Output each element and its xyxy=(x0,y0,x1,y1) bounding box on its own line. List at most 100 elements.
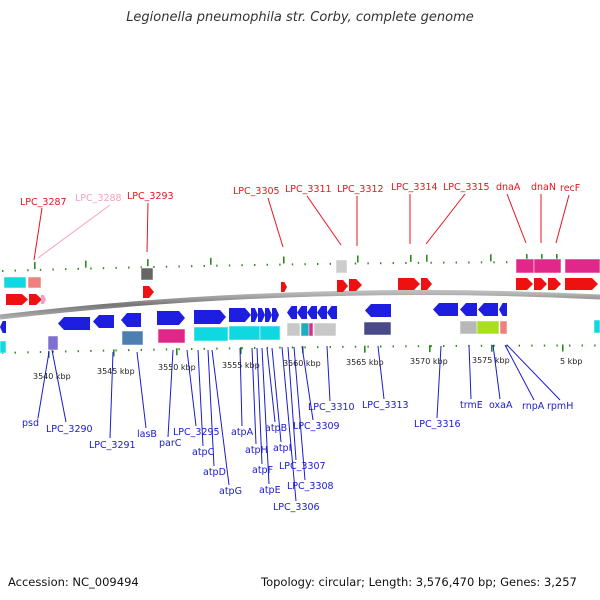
gene-block[interactable] xyxy=(157,328,186,344)
connector-line[interactable] xyxy=(555,194,570,244)
connector-line[interactable] xyxy=(267,197,284,248)
gene-label-dnaA[interactable]: dnaA xyxy=(496,182,521,193)
gene-label-lpc3315[interactable]: LPC_3315 xyxy=(443,182,490,193)
gene-label-rnpA[interactable]: rnpA xyxy=(522,401,545,412)
gene-arrow[interactable] xyxy=(460,303,477,316)
gene-arrow[interactable] xyxy=(349,279,362,291)
gene-label-lpc3288[interactable]: LPC_3288 xyxy=(75,193,122,204)
gene-label-atpA[interactable]: atpA xyxy=(231,427,254,438)
gene-arrow[interactable] xyxy=(41,295,46,304)
gene-label-recF[interactable]: recF xyxy=(560,183,580,194)
gene-label-lpc3311[interactable]: LPC_3311 xyxy=(285,184,332,195)
gene-block[interactable] xyxy=(476,320,500,335)
gene-label-parC[interactable]: parC xyxy=(159,438,182,449)
gene-arrow[interactable] xyxy=(421,278,432,290)
gene-label-dnaN[interactable]: dnaN xyxy=(531,182,556,193)
gene-arrow[interactable] xyxy=(272,308,279,322)
connector-line[interactable] xyxy=(293,346,306,481)
connector-line[interactable] xyxy=(266,347,276,423)
gene-arrow[interactable] xyxy=(534,278,547,290)
gene-label-atpG[interactable]: atpG xyxy=(219,486,242,497)
gene-arrow[interactable] xyxy=(433,303,458,316)
gene-block[interactable] xyxy=(27,276,42,289)
gene-block[interactable] xyxy=(515,258,535,274)
connector-line[interactable] xyxy=(425,193,466,245)
gene-block[interactable] xyxy=(564,258,600,274)
gene-label-atpD[interactable]: atpD xyxy=(203,467,226,478)
connector-line[interactable] xyxy=(51,349,67,423)
connector-line[interactable] xyxy=(256,347,263,465)
gene-arrow[interactable] xyxy=(307,306,317,319)
gene-label-lpc3305[interactable]: LPC_3305 xyxy=(233,186,280,197)
gene-label-lpc3310[interactable]: LPC_3310 xyxy=(308,402,355,413)
gene-block[interactable] xyxy=(308,322,314,337)
gene-label-lpc3306[interactable]: LPC_3306 xyxy=(273,502,320,513)
gene-label-lpc3307[interactable]: LPC_3307 xyxy=(279,461,326,472)
connector-line[interactable] xyxy=(261,347,270,485)
gene-arrow[interactable] xyxy=(398,278,420,290)
connector-line[interactable] xyxy=(37,204,111,259)
connector-line[interactable] xyxy=(167,349,174,438)
connector-line[interactable] xyxy=(251,347,257,445)
gene-label-lpc3314[interactable]: LPC_3314 xyxy=(391,182,438,193)
gene-arrow[interactable] xyxy=(365,304,391,317)
gene-label-atpH[interactable]: atpH xyxy=(245,445,268,456)
gene-block[interactable] xyxy=(0,340,7,354)
gene-label-psd[interactable]: psd xyxy=(22,418,39,429)
gene-arrow[interactable] xyxy=(0,321,6,333)
gene-block[interactable] xyxy=(193,326,229,342)
gene-block[interactable] xyxy=(499,320,508,335)
gene-arrow[interactable] xyxy=(194,310,226,324)
gene-block[interactable] xyxy=(259,325,281,341)
gene-label-atpE[interactable]: atpE xyxy=(259,485,281,496)
gene-arrow[interactable] xyxy=(121,313,141,327)
connector-line[interactable] xyxy=(211,349,230,486)
connector-line[interactable] xyxy=(468,344,472,400)
gene-arrow[interactable] xyxy=(93,315,114,328)
gene-arrow[interactable] xyxy=(287,306,297,319)
gene-arrow[interactable] xyxy=(297,306,307,319)
gene-block[interactable] xyxy=(121,330,144,346)
connector-line[interactable] xyxy=(287,346,297,461)
gene-features[interactable] xyxy=(0,258,600,354)
connector-line[interactable] xyxy=(146,202,149,253)
gene-arrow[interactable] xyxy=(157,311,185,325)
gene-arrow[interactable] xyxy=(229,308,251,322)
gene-label-atpF[interactable]: atpF xyxy=(252,465,273,476)
gene-label-lpc3309[interactable]: LPC_3309 xyxy=(293,421,340,432)
gene-block[interactable] xyxy=(363,321,392,336)
gene-block[interactable] xyxy=(313,322,337,337)
gene-arrow[interactable] xyxy=(327,306,337,319)
gene-arrow[interactable] xyxy=(478,303,498,316)
gene-label-oxaA[interactable]: oxaA xyxy=(489,400,513,411)
connector-line[interactable] xyxy=(239,347,243,427)
connector-line[interactable] xyxy=(136,351,147,429)
gene-label-lpc3287[interactable]: LPC_3287 xyxy=(20,197,67,208)
gene-arrow[interactable] xyxy=(548,278,561,290)
gene-arrow[interactable] xyxy=(516,278,533,290)
gene-block[interactable] xyxy=(140,267,154,281)
gene-label-lpc3295[interactable]: LPC_3295 xyxy=(173,427,220,438)
gene-block[interactable] xyxy=(286,322,301,337)
gene-arrow[interactable] xyxy=(265,308,272,322)
connector-line[interactable] xyxy=(436,345,442,419)
connector-line[interactable] xyxy=(207,349,215,467)
gene-block[interactable] xyxy=(300,322,310,337)
connector-line[interactable] xyxy=(33,207,43,261)
connector-line[interactable] xyxy=(377,345,385,400)
gene-block[interactable] xyxy=(533,258,562,274)
connector-line[interactable] xyxy=(37,351,50,419)
connector-line[interactable] xyxy=(271,347,282,443)
gene-label-atpC[interactable]: atpC xyxy=(192,447,215,458)
gene-label-lpc3316[interactable]: LPC_3316 xyxy=(414,419,461,430)
gene-label-trmE[interactable]: trmE xyxy=(460,400,483,411)
gene-label-lpc3291[interactable]: LPC_3291 xyxy=(89,440,136,451)
gene-arrow[interactable] xyxy=(337,280,348,292)
gene-block[interactable] xyxy=(593,319,600,334)
gene-block[interactable] xyxy=(228,325,261,341)
gene-label-lpc3313[interactable]: LPC_3313 xyxy=(362,400,409,411)
connector-line[interactable] xyxy=(306,195,342,246)
connector-line[interactable] xyxy=(506,193,527,244)
gene-label-lpc3312[interactable]: LPC_3312 xyxy=(337,184,384,195)
